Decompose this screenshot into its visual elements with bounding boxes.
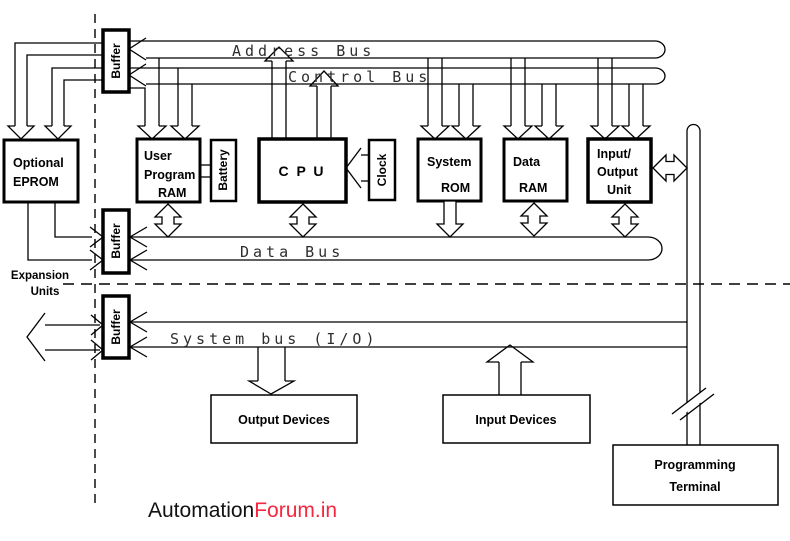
battery-label: Battery <box>216 149 230 191</box>
clock-to-cpu-arrow <box>345 147 369 189</box>
eprom-down-arrowhead-2 <box>43 125 73 140</box>
eprom-label-line1: Optional <box>13 156 64 170</box>
programming-terminal-label-line1: Programming <box>654 458 735 472</box>
buffer2-label: Buffer <box>109 223 123 259</box>
control-bus-arrowhead-into-buffer <box>127 63 147 87</box>
control-bus-lines <box>127 63 666 87</box>
buffer1-to-eprom-channel-arrows <box>6 42 103 140</box>
clock-box <box>367 138 397 202</box>
watermark: AutomationForum.in <box>148 499 337 522</box>
control-bus-label: Control Bus <box>288 68 431 86</box>
clock-label: Clock <box>375 153 389 186</box>
buffer3-box <box>101 294 131 360</box>
input-devices-label: Input Devices <box>475 413 556 427</box>
user-program-ram-box <box>135 137 202 204</box>
system-rom-label-line1: System <box>427 155 471 169</box>
data-ram-box <box>502 137 569 203</box>
pipe-break-symbol <box>671 387 715 421</box>
output-devices-label: Output Devices <box>238 413 330 427</box>
eprom-down-arrowhead-1 <box>6 125 36 140</box>
io-unit-data-bus-bidir-arrow <box>610 203 640 238</box>
data-ram-label-line2: RAM <box>519 181 547 195</box>
system-bus-to-output-devices-arrow <box>246 347 297 395</box>
user-ram-label-line2: Program <box>144 168 195 182</box>
buffer2-box <box>101 208 131 275</box>
buffer1-label: Buffer <box>109 43 123 79</box>
cpu-to-bus-up-arrows <box>263 46 340 139</box>
buffer3-label: Buffer <box>109 309 123 345</box>
io-unit-label-line2: Output <box>597 165 639 179</box>
expansion-left-double-arrow <box>26 312 105 362</box>
ram-battery-connector <box>200 164 211 178</box>
input-devices-box <box>442 394 591 444</box>
programming-terminal-label-line2: Terminal <box>669 480 720 494</box>
io-unit-box <box>586 137 653 204</box>
data-ram-label-line1: Data <box>513 155 541 169</box>
cpu-data-bus-bidir-arrow <box>288 203 318 238</box>
data-ram-data-bus-bidir-arrow <box>519 202 549 237</box>
data-bus-label: Data Bus <box>240 243 344 261</box>
programming-terminal-box <box>612 444 779 506</box>
system-bus-label: System bus (I/O) <box>170 330 379 348</box>
watermark-part2: Forum.in <box>254 499 337 522</box>
expansion-units-label-line2: Units <box>31 286 60 298</box>
io-unit-label-line3: Unit <box>607 183 632 197</box>
system-rom-box <box>416 137 483 203</box>
battery-box <box>209 138 238 203</box>
user-ram-data-bus-bidir-arrow <box>153 203 183 238</box>
buffer1-box <box>101 28 131 94</box>
system-rom-to-data-bus-arrow <box>435 200 465 238</box>
user-ram-label-line3: RAM <box>158 186 186 200</box>
address-bus-lines <box>127 37 666 61</box>
user-ram-label-line1: User <box>144 149 172 163</box>
watermark-part1: Automation <box>148 499 254 522</box>
bus-to-user-ram-arrows <box>129 58 201 140</box>
expansion-units-label-line1: Expansion <box>11 270 69 282</box>
bus-to-system-rom-arrows <box>419 58 482 140</box>
eprom-label-line2: EPROM <box>13 175 59 189</box>
data-bus-lines <box>128 226 663 271</box>
cpu-box <box>257 137 348 204</box>
output-devices-box <box>210 394 358 444</box>
cpu-label: C P U <box>278 163 325 179</box>
bus-to-data-ram-arrows <box>502 58 565 140</box>
address-bus-label: Address Bus <box>232 42 375 60</box>
system-rom-label-line2: ROM <box>441 181 470 195</box>
eprom-to-buffer2-lines <box>27 202 105 271</box>
io-unit-pipe-bidir-arrow <box>652 153 688 183</box>
io-unit-label-line1: Input/ <box>597 147 632 161</box>
optional-eprom-box <box>2 138 80 204</box>
bus-to-io-unit-arrows <box>589 58 652 140</box>
input-devices-to-system-bus-arrow <box>485 344 535 395</box>
